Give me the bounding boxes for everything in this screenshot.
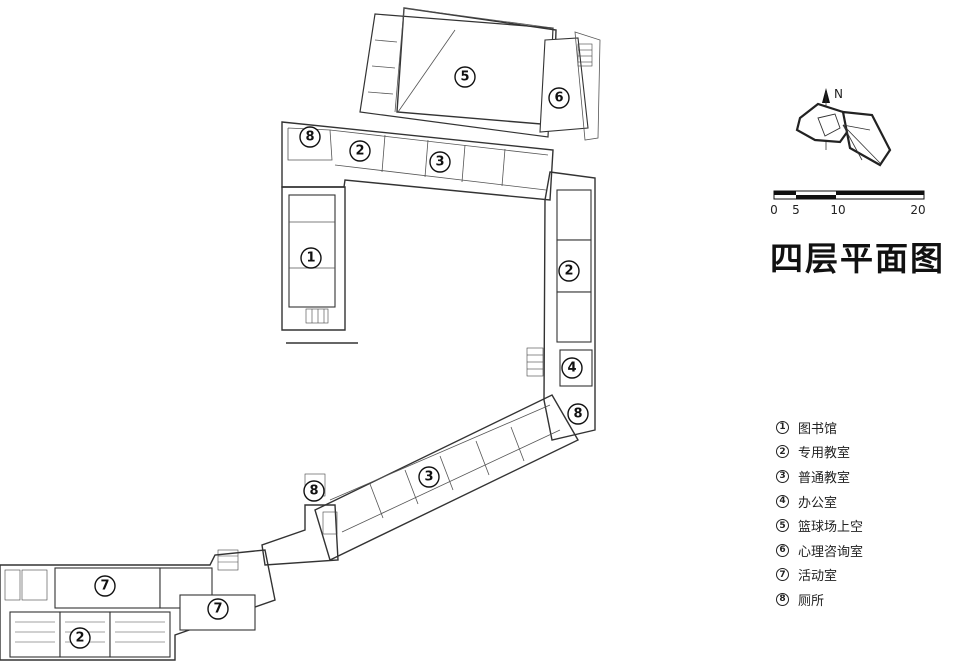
svg-text:N: N bbox=[834, 87, 843, 101]
marker-activity-west: 7 bbox=[94, 575, 116, 597]
svg-text:2: 2 bbox=[75, 631, 84, 646]
legend-label: 篮球场上空 bbox=[798, 520, 864, 536]
legend-label: 专用教室 bbox=[798, 446, 851, 462]
legend-number: 5 bbox=[776, 519, 789, 533]
legend-item: 6 心理咨询室 bbox=[776, 538, 863, 563]
diagonal-wing bbox=[304, 394, 579, 561]
svg-text:7: 7 bbox=[100, 579, 109, 594]
connector-bridge bbox=[261, 504, 339, 566]
svg-text:7: 7 bbox=[213, 602, 222, 617]
marker-toilet-mid: 8 bbox=[303, 480, 325, 502]
svg-text:8: 8 bbox=[573, 407, 582, 422]
svg-text:8: 8 bbox=[305, 130, 314, 145]
svg-text:4: 4 bbox=[567, 361, 576, 376]
svg-text:2: 2 bbox=[564, 264, 573, 279]
marker-activity-mid: 7 bbox=[207, 598, 229, 620]
legend-label: 办公室 bbox=[798, 495, 838, 511]
legend-number: 3 bbox=[776, 469, 789, 483]
marker-classroom-southeast: 3 bbox=[418, 466, 440, 488]
scale-bar: 0 5 10 20 bbox=[770, 190, 926, 217]
legend: 1 图书馆 2 专用教室 3 普通教室 4 办公室 5 篮球场上空 6 心理咨询室 7 活动室… bbox=[776, 415, 863, 612]
west-wing-library bbox=[281, 186, 358, 344]
marker-special-classroom-east: 2 bbox=[558, 260, 580, 282]
marker-special-classroom-north: 2 bbox=[349, 140, 371, 162]
legend-label: 活动室 bbox=[798, 569, 838, 585]
marker-classroom-north: 3 bbox=[429, 151, 451, 173]
svg-text:2: 2 bbox=[355, 144, 364, 159]
svg-text:20: 20 bbox=[910, 203, 925, 217]
southwest-wing bbox=[0, 549, 276, 661]
north-wing bbox=[281, 121, 554, 201]
svg-text:8: 8 bbox=[309, 484, 318, 499]
marker-toilet-north: 8 bbox=[299, 126, 321, 148]
legend-number: 7 bbox=[776, 568, 789, 582]
svg-text:6: 6 bbox=[554, 91, 563, 106]
legend-item: 8 厕所 bbox=[776, 587, 863, 612]
marker-basketball: 5 bbox=[454, 66, 476, 88]
key-plan-icon bbox=[795, 102, 892, 167]
legend-label: 图书馆 bbox=[798, 421, 838, 437]
legend-label: 心理咨询室 bbox=[798, 544, 864, 560]
svg-text:1: 1 bbox=[306, 251, 315, 266]
legend-number: 6 bbox=[776, 543, 789, 557]
legend-item: 4 办公室 bbox=[776, 489, 863, 514]
legend-item: 5 篮球场上空 bbox=[776, 513, 863, 538]
legend-item: 1 图书馆 bbox=[776, 415, 863, 440]
marker-toilet-east: 8 bbox=[567, 403, 589, 425]
legend-number: 2 bbox=[776, 445, 789, 459]
marker-counseling: 6 bbox=[548, 87, 570, 109]
marker-library: 1 bbox=[300, 247, 322, 269]
plan-title: 四层平面图 bbox=[770, 239, 945, 278]
legend-item: 3 普通教室 bbox=[776, 464, 863, 489]
svg-text:5: 5 bbox=[460, 70, 469, 85]
legend-label: 厕所 bbox=[798, 593, 825, 609]
legend-item: 7 活动室 bbox=[776, 563, 863, 588]
svg-text:3: 3 bbox=[435, 155, 444, 170]
svg-text:3: 3 bbox=[424, 470, 433, 485]
legend-label: 普通教室 bbox=[798, 470, 851, 486]
marker-special-classroom-southwest: 2 bbox=[69, 627, 91, 649]
legend-number: 8 bbox=[776, 592, 789, 606]
svg-text:0: 0 bbox=[770, 203, 778, 217]
legend-number: 1 bbox=[776, 420, 789, 434]
svg-text:5: 5 bbox=[792, 203, 800, 217]
legend-number: 4 bbox=[776, 494, 789, 508]
marker-office: 4 bbox=[561, 357, 583, 379]
basketball-court-block bbox=[359, 7, 601, 141]
east-wing bbox=[526, 171, 596, 441]
legend-item: 2 专用教室 bbox=[776, 440, 863, 465]
svg-text:10: 10 bbox=[830, 203, 845, 217]
